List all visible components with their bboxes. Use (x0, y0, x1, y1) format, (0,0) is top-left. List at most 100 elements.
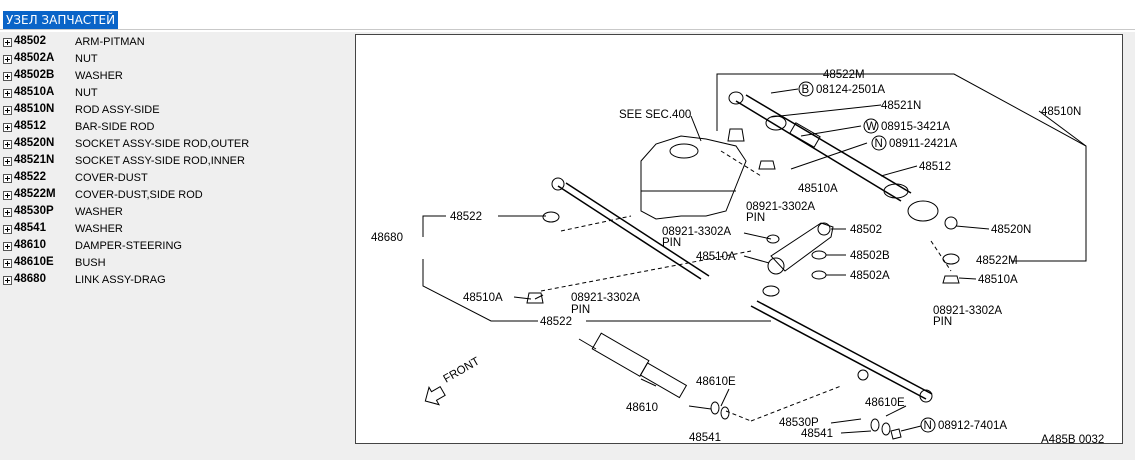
expand-icon[interactable] (3, 259, 12, 268)
callout-label: 48502B (850, 250, 890, 262)
part-name: NUT (75, 87, 98, 99)
dust-cover (762, 285, 780, 297)
part-name: WASHER (75, 70, 123, 82)
leader-line (422, 215, 446, 237)
dust-cover (542, 211, 560, 223)
leader-line (1038, 110, 1087, 147)
expand-icon[interactable] (3, 276, 12, 285)
diagram-code: A485B 0032 (1041, 434, 1104, 443)
header-divider (0, 29, 1135, 30)
expand-icon[interactable] (3, 89, 12, 98)
leader-line (874, 73, 1087, 156)
callout-label: 48510A (798, 183, 838, 195)
leader-line (885, 405, 907, 417)
part-number: 48502 (14, 35, 46, 47)
steering-gear-housing (640, 135, 747, 220)
expand-icon[interactable] (3, 208, 12, 217)
leader-line (720, 388, 730, 407)
damper-mount (857, 369, 869, 381)
part-name: ARM-PITMAN (75, 36, 145, 48)
nut (758, 160, 776, 170)
expand-icon[interactable] (3, 157, 12, 166)
expand-icon[interactable] (3, 140, 12, 149)
leader-line (840, 430, 872, 434)
part-number: 48510A (14, 86, 55, 98)
callout-label: 48510A (463, 292, 503, 304)
callout-label: 08921-3302A (662, 226, 731, 238)
leader-line (770, 88, 799, 94)
part-row[interactable]: 48510A NUT (0, 85, 350, 102)
expand-icon[interactable] (3, 123, 12, 132)
callout-label: 48610E (865, 397, 905, 409)
callout-label: 48541 (689, 432, 721, 443)
part-name: BAR-SIDE ROD (75, 121, 155, 133)
gear-input-shaft (669, 143, 699, 159)
nut (942, 275, 960, 284)
leader-line (900, 425, 922, 432)
marker-letter: B (802, 84, 810, 96)
callout-label: 48510N (1041, 106, 1081, 118)
part-number: 48610E (14, 256, 54, 268)
callout-label: 08915-3421A (881, 121, 950, 133)
pitman-arm-hole (817, 222, 831, 236)
bolt-marker-circle (798, 81, 814, 97)
front-label: FRONT (442, 355, 482, 385)
part-name: WASHER (75, 206, 123, 218)
leader-line (958, 277, 977, 280)
expand-icon[interactable] (3, 242, 12, 251)
steering-damper-body (591, 332, 650, 377)
part-number: 48522 (14, 171, 46, 183)
part-row[interactable]: 48610 DAMPER-STEERING (0, 238, 350, 255)
expand-icon[interactable] (3, 225, 12, 234)
inner-socket (728, 91, 744, 105)
expand-icon[interactable] (3, 191, 12, 200)
leader-line (1011, 156, 1087, 262)
callout-label: SEE SEC.400 (619, 109, 691, 121)
marker-letter: N (875, 138, 883, 150)
expand-icon[interactable] (3, 72, 12, 81)
callout-label: 48522M (823, 69, 865, 81)
dashed-guide (725, 410, 752, 422)
washer (811, 250, 827, 260)
part-number: 48610 (14, 239, 46, 251)
callout-label: 08911-2421A (889, 138, 958, 150)
expand-icon[interactable] (3, 106, 12, 115)
callout-label: 48521N (881, 100, 921, 112)
part-row[interactable]: 48502 ARM-PITMAN (0, 34, 350, 51)
outer-socket-boot (883, 183, 909, 199)
callout-label: 48502 (850, 224, 882, 236)
expand-icon[interactable] (3, 174, 12, 183)
adjuster-sleeve (789, 122, 821, 148)
part-number: 48502A (14, 52, 55, 64)
dust-cover (727, 128, 745, 142)
callout-label: 48522 (450, 211, 482, 223)
callout-label: PIN (571, 304, 590, 316)
part-name: SOCKET ASSY-SIDE ROD,INNER (75, 155, 245, 167)
pitman-arm (770, 222, 834, 272)
part-name: DAMPER-STEERING (75, 240, 182, 252)
nut (766, 234, 780, 244)
leader-line (770, 104, 882, 118)
leader-line (880, 165, 918, 177)
nut (890, 428, 902, 440)
washer-marker-circle (863, 118, 879, 134)
expand-icon[interactable] (3, 38, 12, 47)
front-arrow-icon (424, 385, 446, 406)
ball-joint (944, 216, 958, 230)
callout-label: PIN (662, 237, 681, 249)
expand-icon[interactable] (3, 55, 12, 64)
ball-joint (551, 177, 565, 191)
relay-rod (750, 305, 927, 400)
